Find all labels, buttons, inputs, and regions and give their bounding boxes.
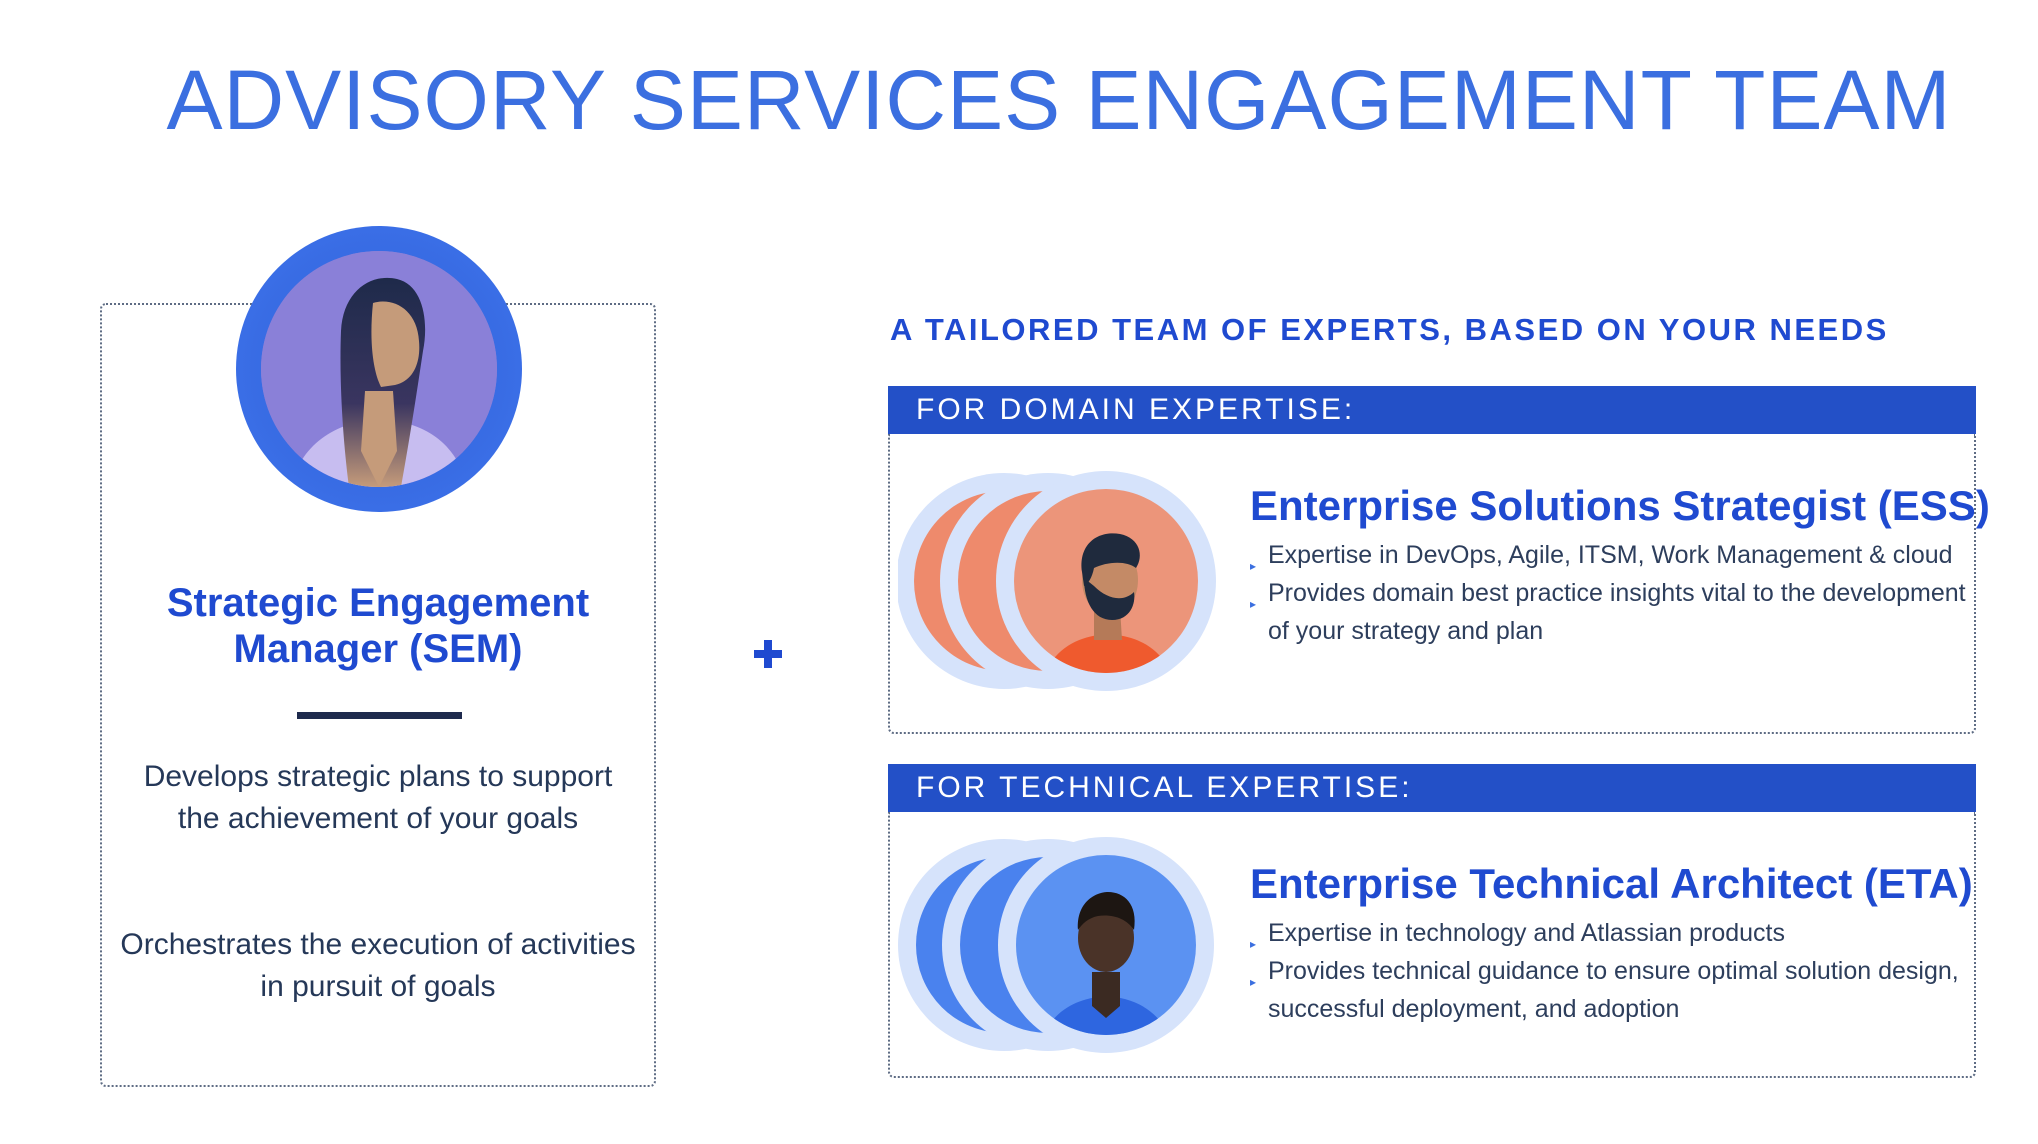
bearded-man-avatar-icon xyxy=(896,468,1218,694)
ess-bullet-list: ▸Expertise in DevOps, Agile, ITSM, Work … xyxy=(1250,536,1970,650)
list-item: ▸Expertise in DevOps, Agile, ITSM, Work … xyxy=(1250,536,1970,574)
bullet-icon: ▸ xyxy=(1250,937,1257,951)
page-title: ADVISORY SERVICES ENGAGEMENT TEAM xyxy=(166,53,1952,147)
domain-panel xyxy=(888,434,1976,734)
woman-avatar-icon xyxy=(261,251,497,487)
sem-description-1: Develops strategic plans to support the … xyxy=(143,760,613,835)
ess-role-title: Enterprise Solutions Strategist (ESS) xyxy=(1250,482,1990,529)
plus-icon xyxy=(754,640,782,668)
bullet-icon: ▸ xyxy=(1250,597,1257,611)
team-subheading: A TAILORED TEAM OF EXPERTS, BASED ON YOU… xyxy=(890,312,1889,347)
sem-role-title: Strategic Engagement Manager (SEM) xyxy=(166,581,590,671)
eta-bullet-list: ▸Expertise in technology and Atlassian p… xyxy=(1250,914,1970,1028)
bullet-icon: ▸ xyxy=(1250,975,1257,989)
list-item: ▸Provides domain best practice insights … xyxy=(1250,579,1966,645)
man-avatar-icon xyxy=(898,834,1218,1056)
sem-description-2: Orchestrates the execution of activities… xyxy=(120,928,636,1003)
list-item: ▸Provides technical guidance to ensure o… xyxy=(1250,957,1959,1023)
list-item: ▸Expertise in technology and Atlassian p… xyxy=(1250,914,1970,952)
domain-band: FOR DOMAIN EXPERTISE: xyxy=(888,386,1976,434)
technical-panel xyxy=(888,812,1976,1078)
bullet-icon: ▸ xyxy=(1250,559,1257,573)
technical-band: FOR TECHNICAL EXPERTISE: xyxy=(888,764,1976,812)
eta-role-title: Enterprise Technical Architect (ETA) xyxy=(1250,860,1973,907)
divider xyxy=(297,712,462,719)
